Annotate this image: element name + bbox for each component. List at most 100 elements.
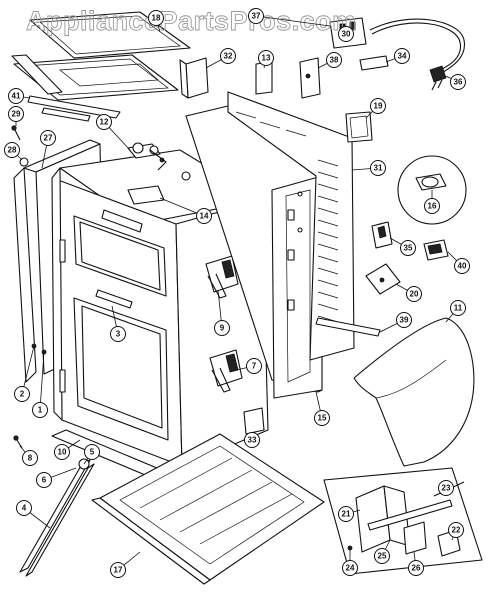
callout-number: 17 (114, 566, 123, 575)
callout-circle (244, 432, 260, 448)
callout-circle (326, 52, 342, 68)
callout-circle (342, 560, 358, 576)
callout-leader-1 (39, 351, 45, 411)
callout-circle (54, 444, 70, 460)
callout-circle (246, 358, 262, 374)
callout-36: 36 (450, 74, 466, 90)
callout-number: 20 (410, 290, 419, 299)
top-control-part (127, 142, 167, 171)
callout-22: 22 (448, 522, 464, 538)
bracket-33-part (243, 407, 265, 435)
callout-number: 6 (42, 476, 47, 485)
callout-26: 26 (408, 560, 424, 576)
callout-24: 24 (342, 560, 358, 576)
callout-37: 37 (248, 8, 264, 24)
callout-number: 8 (28, 454, 33, 463)
strip-39-part (315, 317, 381, 337)
callout-circle (148, 10, 164, 26)
callout-leader-2 (21, 345, 35, 395)
callout-20: 20 (406, 286, 422, 302)
callout-33: 33 (244, 432, 260, 448)
callout-circle (248, 8, 264, 24)
callout-13: 13 (258, 50, 274, 66)
callout-circle (16, 500, 32, 516)
callout-number: 27 (44, 134, 53, 143)
callout-38: 38 (326, 52, 342, 68)
hinge-rod-part (19, 458, 95, 577)
callout-number: 12 (100, 118, 109, 127)
callout-circle (400, 240, 416, 256)
callout-18: 18 (148, 10, 164, 26)
callout-circle (214, 320, 230, 336)
screw-part (11, 125, 21, 141)
small-bracket-part (345, 111, 373, 143)
callout-circle (450, 300, 466, 316)
callout-23: 23 (438, 480, 454, 496)
callout-group: 1234567891011121314151617181920212223242… (4, 8, 470, 578)
callout-number: 36 (454, 78, 463, 87)
callout-circle (450, 74, 466, 90)
callout-3: 3 (110, 326, 126, 342)
callout-27: 27 (40, 130, 56, 146)
callout-circle (454, 258, 470, 274)
callout-number: 28 (8, 146, 17, 155)
callout-40: 40 (454, 258, 470, 274)
hinge-upper-part (205, 255, 239, 299)
callout-circle (8, 106, 24, 122)
callout-number: 15 (318, 414, 327, 423)
callout-number: 29 (12, 110, 21, 119)
callout-circle (84, 444, 100, 460)
callout-circle (314, 410, 330, 426)
callout-number: 10 (58, 448, 67, 457)
callout-number: 34 (398, 52, 407, 61)
callout-number: 4 (22, 504, 27, 513)
callout-number: 31 (374, 164, 383, 173)
callout-number: 41 (12, 92, 21, 101)
callout-circle (110, 562, 126, 578)
callout-number: 21 (342, 510, 351, 519)
callout-number: 39 (400, 316, 409, 325)
callout-circle (438, 480, 454, 496)
callout-11: 11 (450, 300, 466, 316)
callout-number: 13 (262, 54, 271, 63)
callout-number: 30 (342, 30, 351, 39)
bracket-assembly-inset (323, 467, 483, 575)
callout-39: 39 (396, 312, 412, 328)
bracket-34-part (359, 55, 389, 71)
callout-number: 33 (248, 436, 257, 445)
watermark-text: AppliancePartsPros.com (26, 6, 357, 36)
callout-circle (394, 48, 410, 64)
callout-circle (14, 386, 30, 402)
callout-41: 41 (8, 88, 24, 104)
callout-number: 37 (252, 12, 261, 21)
callout-number: 19 (374, 102, 383, 111)
switch-40-part (423, 239, 449, 261)
callout-30: 30 (338, 26, 354, 42)
callout-28: 28 (4, 142, 20, 158)
callout-9: 9 (214, 320, 230, 336)
hinge-lower-part (209, 349, 243, 393)
callout-circle (374, 548, 390, 564)
callout-number: 22 (452, 526, 461, 535)
screw-8-part (13, 435, 23, 449)
callout-circle (40, 130, 56, 146)
callout-number: 5 (90, 448, 95, 457)
callout-number: 24 (346, 564, 355, 573)
callout-number: 3 (116, 330, 121, 339)
callout-21: 21 (338, 506, 354, 522)
callout-7: 7 (246, 358, 262, 374)
callout-19: 19 (370, 98, 386, 114)
callout-circle (36, 472, 52, 488)
callout-number: 23 (442, 484, 451, 493)
callout-17: 17 (110, 562, 126, 578)
callout-number: 7 (252, 362, 257, 371)
callout-15: 15 (314, 410, 330, 426)
callout-29: 29 (8, 106, 24, 122)
callout-circle (32, 402, 48, 418)
callout-circle (370, 160, 386, 176)
insulation-part (353, 317, 475, 467)
callout-34: 34 (394, 48, 410, 64)
callout-number: 40 (458, 262, 467, 271)
callout-2: 2 (14, 386, 30, 402)
bracket-32-part (179, 57, 209, 99)
